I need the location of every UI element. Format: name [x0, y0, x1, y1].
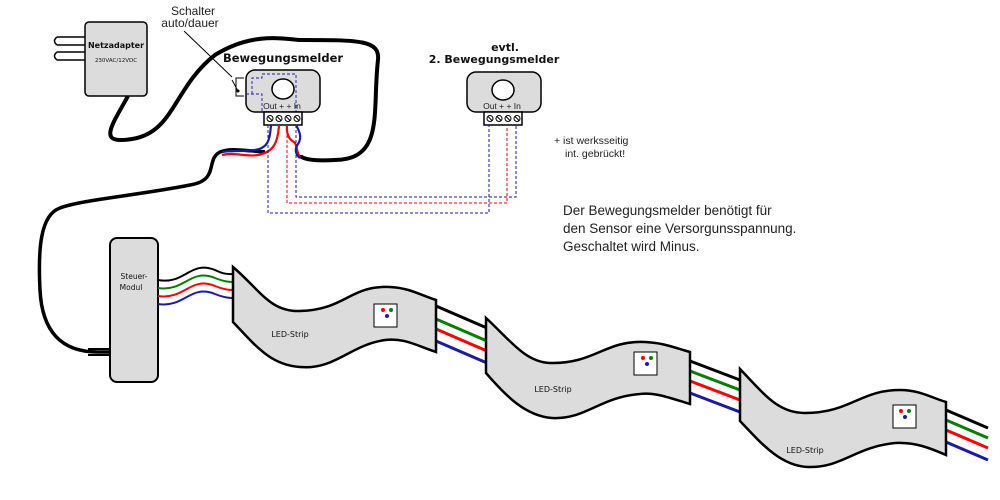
switch-label-line2: auto/dauer: [161, 16, 218, 30]
motion-sensor-1: Bewegungsmelder Out + + In: [223, 51, 343, 126]
led-blue-dot: [385, 314, 389, 318]
switch-pivot: [236, 89, 240, 93]
dashed-wire-plus: [286, 125, 508, 204]
strip-body: [738, 365, 948, 469]
wire-red: [945, 428, 989, 450]
screw-icon: [504, 115, 512, 122]
adapter-spec: 230VAC/12VDC: [95, 58, 137, 64]
wire-red: [157, 282, 235, 298]
strip-label: LED-Strip: [271, 330, 308, 339]
wire-red: [435, 327, 488, 353]
sensor1-internal-wire: [251, 73, 297, 112]
wire-red: [221, 124, 281, 157]
description-line2: den Sensor eine Versorgunsspannung.: [563, 221, 796, 236]
power-cable-to-controller: [37, 147, 266, 354]
led-blue-dot: [903, 415, 907, 419]
rgb-wire-bundle: [689, 359, 741, 414]
led-strip-3: LED-Strip: [738, 365, 948, 469]
strip-body: [231, 264, 438, 369]
terminal-screws: [486, 115, 521, 122]
wire-green: [157, 274, 235, 290]
bridge-note-line1: + ist werksseitig: [554, 135, 629, 147]
wire-black: [435, 304, 488, 330]
controller-label-line1: Steuer-: [121, 272, 148, 281]
sensor2-lens: [491, 79, 515, 101]
sensor2-terminal-labels: Out + + In: [483, 101, 521, 111]
switch-icon: [235, 77, 244, 97]
wire-green: [689, 369, 741, 392]
screw-icon: [513, 115, 521, 122]
sensor1-lens: [271, 78, 295, 100]
sensor1-terminal-labels: Out + + In: [263, 101, 301, 111]
sensor1-terminal-block: [263, 111, 303, 126]
led-green-dot: [649, 356, 653, 360]
led-green-dot: [907, 409, 911, 413]
sensor2-title-line2: 2. Bewegungsmelder: [429, 53, 560, 66]
power-adapter: Netzadapter 230VAC/12VDC: [53, 21, 148, 97]
switch-lever: [231, 79, 239, 92]
dashed-wire-in: [295, 125, 517, 198]
led-red-dot: [381, 308, 385, 312]
screw-icon: [293, 115, 301, 122]
switch-pointer-arrow: [183, 30, 233, 78]
description-line1: Der Bewegungsmelder benötigt für: [563, 203, 772, 218]
wire-black: [157, 266, 235, 282]
wire-black: [945, 408, 989, 430]
screw-icon: [275, 115, 283, 122]
adapter-body: [84, 21, 148, 97]
strip-label: LED-Strip: [534, 385, 571, 394]
rgb-wire-bundle: [435, 304, 488, 365]
terminal-screws: [266, 115, 301, 122]
screw-icon: [284, 115, 292, 122]
wire-green: [945, 418, 989, 440]
motion-sensor-2: evtl. 2. Bewegungsmelder Out + + In: [429, 41, 560, 126]
wire-blue: [945, 440, 989, 462]
bridge-note-line2: int. gebrückt!: [565, 148, 625, 160]
dashed-wire-out: [267, 125, 490, 214]
wire-red: [689, 379, 741, 402]
controller-label-line2: Modul: [120, 283, 143, 292]
description-line3: Geschaltet wird Minus.: [563, 239, 700, 254]
wire-blue: [157, 290, 235, 306]
sensor1-title: Bewegungsmelder: [223, 51, 343, 65]
wire-green: [435, 317, 488, 343]
led-green-dot: [389, 308, 393, 312]
switch-label-line1: Schalter: [171, 4, 215, 18]
rgb-wire-bundle: [945, 408, 989, 462]
screw-icon: [266, 115, 274, 122]
power-cable: [108, 36, 381, 163]
sensor1-internal-wire: [246, 93, 263, 112]
screw-icon: [486, 115, 494, 122]
led-red-dot: [899, 409, 903, 413]
wire-black: [689, 359, 741, 382]
plug-prong-icon: [53, 36, 85, 46]
sensor2-terminal-block: [483, 111, 523, 126]
strip-body: [484, 315, 692, 420]
sensor2-title-line1: evtl.: [491, 41, 519, 54]
led-blue-dot: [645, 362, 649, 366]
strip-label: LED-Strip: [786, 446, 823, 455]
led-red-dot: [641, 356, 645, 360]
wire-blue: [435, 339, 488, 365]
led-strip-2: LED-Strip: [484, 315, 692, 420]
adapter-title: Netzadapter: [88, 41, 144, 50]
plug-prong-icon: [53, 51, 85, 61]
controller-body: [109, 237, 159, 383]
led-strip-1: LED-Strip: [231, 264, 438, 369]
wire-blue: [689, 391, 741, 414]
wire-blue: [294, 124, 302, 159]
controller-module: Steuer- Modul: [109, 237, 159, 383]
screw-icon: [495, 115, 503, 122]
wire-blue: [221, 124, 273, 154]
